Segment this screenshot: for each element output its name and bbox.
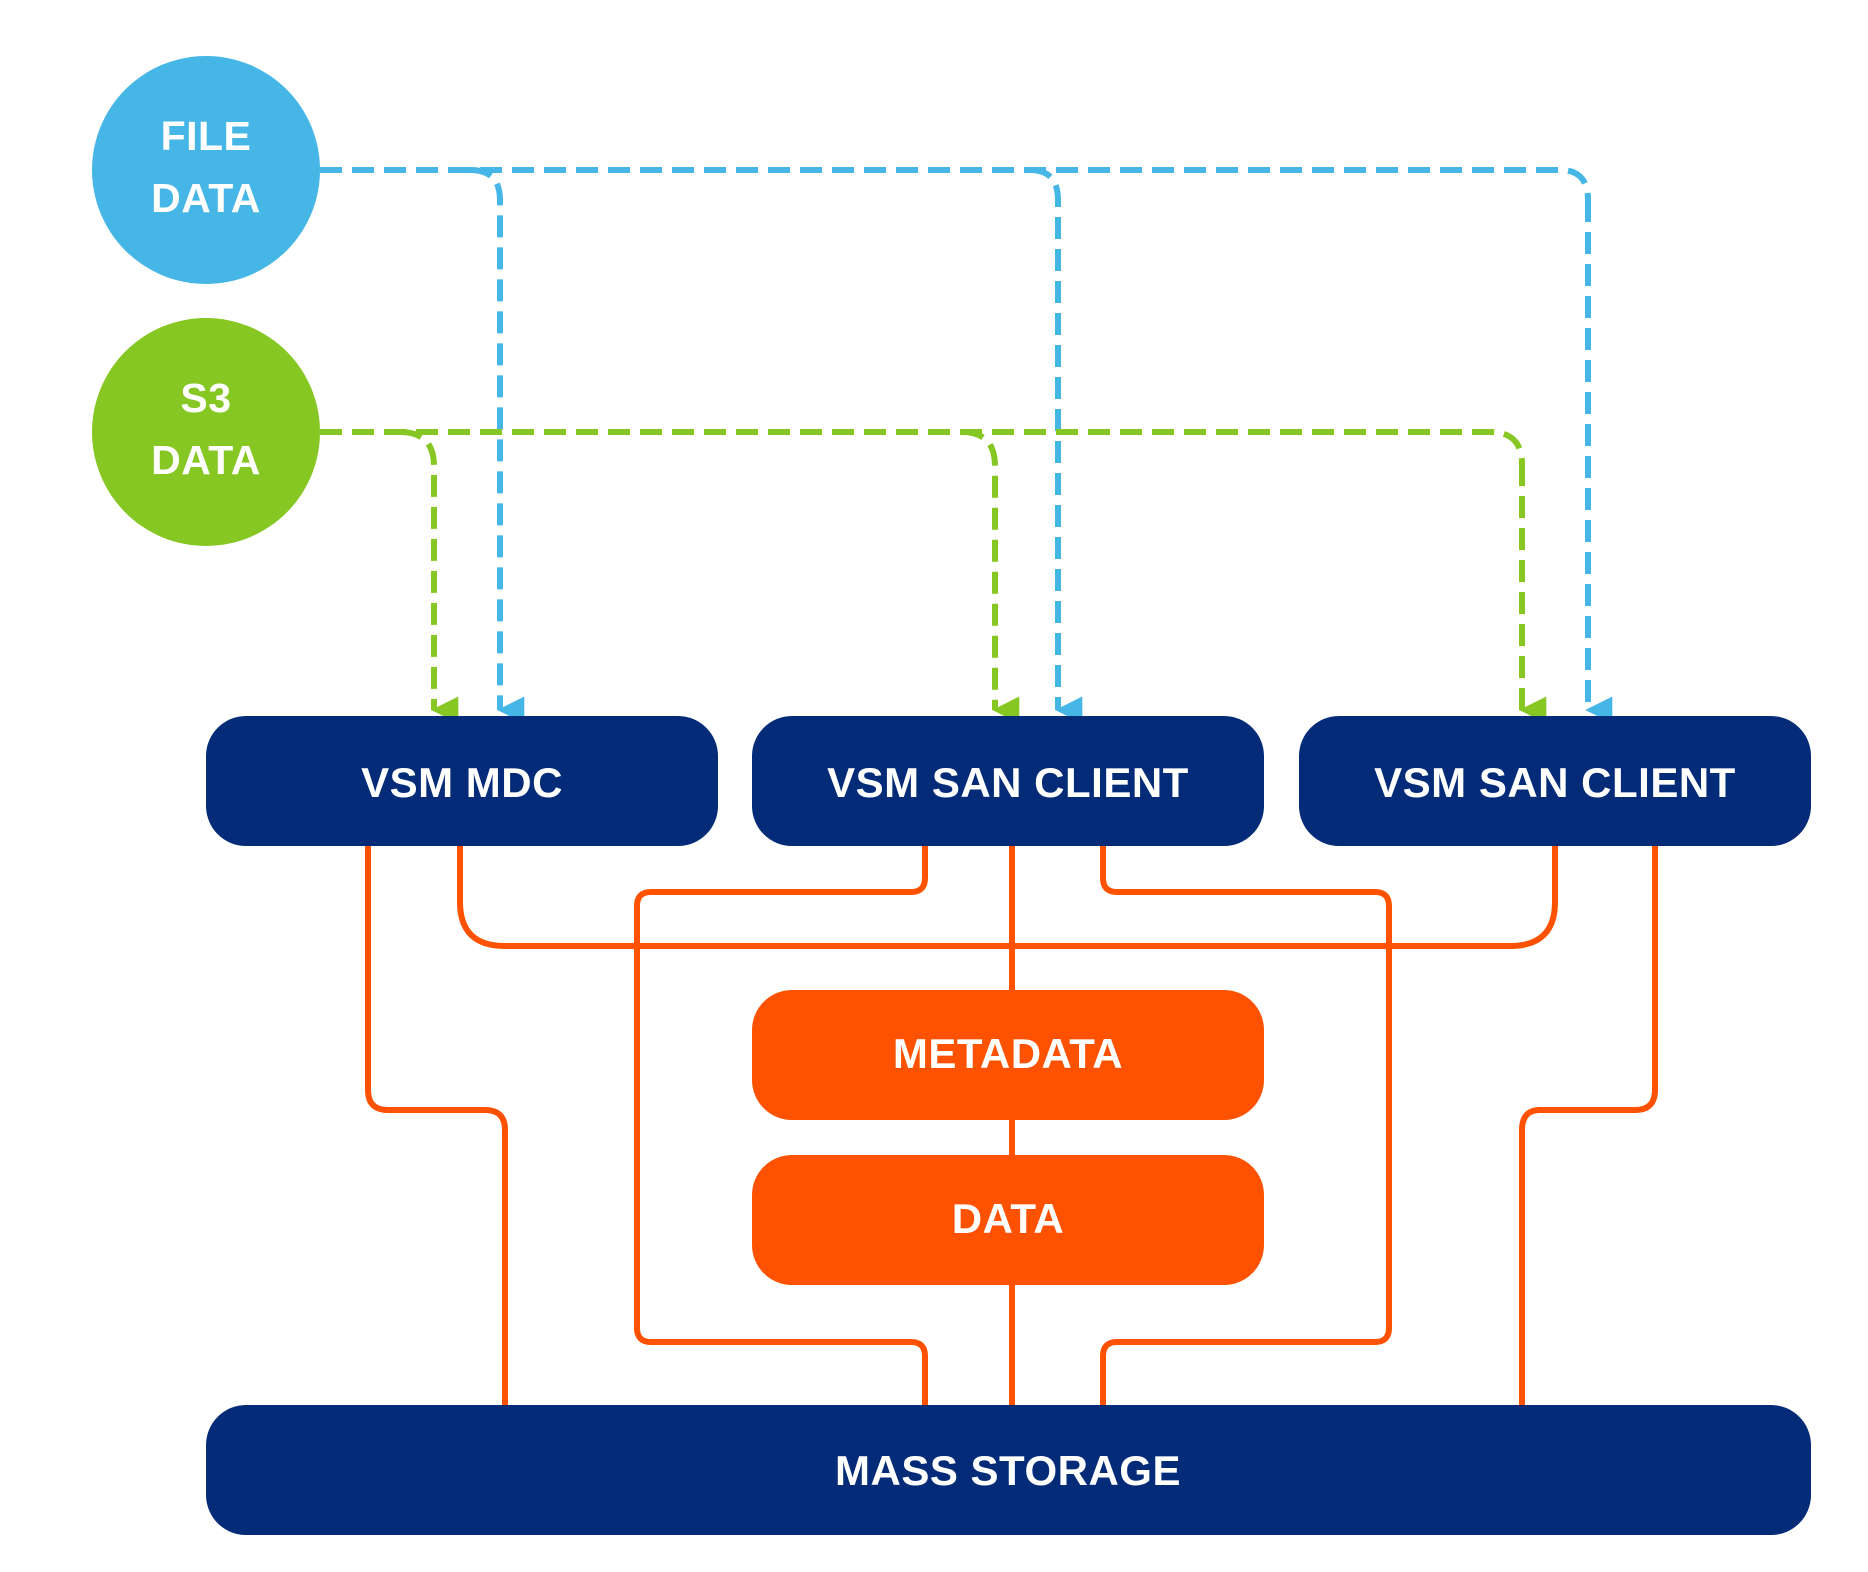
file-data-to-mdc[interactable] — [469, 167, 525, 724]
file-data-trunk — [320, 167, 1591, 201]
vsm-san-client-2-node[interactable]: VSM SAN CLIENT — [1299, 716, 1811, 846]
vsm-san-client-2-label: VSM SAN CLIENT — [1374, 759, 1736, 806]
vsm-san-client-2-box — [1299, 716, 1811, 846]
metadata-block[interactable]: METADATA — [752, 990, 1264, 1120]
vsm-mdc-box — [206, 716, 718, 846]
data-box — [752, 1155, 1264, 1285]
vsm-san-client-1-label: VSM SAN CLIENT — [827, 759, 1189, 806]
file-data-circle — [92, 56, 320, 284]
s3-data-label-line2: DATA — [151, 437, 261, 483]
mass-storage-node[interactable]: MASS STORAGE — [206, 1405, 1811, 1535]
vsm-mdc-label: VSM MDC — [361, 759, 563, 806]
connector-mdc-to-mass-storage — [365, 840, 508, 1405]
metadata-box — [752, 990, 1264, 1120]
file-data-to-client-1[interactable] — [1029, 167, 1083, 724]
s3-data-source[interactable]: S3 DATA — [92, 318, 320, 546]
vsm-san-client-1-box — [752, 716, 1264, 846]
mass-storage-label: MASS STORAGE — [835, 1447, 1181, 1494]
data-label: DATA — [952, 1195, 1064, 1242]
connector-client-1-left-loop — [634, 840, 928, 1405]
s3-data-to-client-1[interactable] — [961, 429, 1020, 724]
s3-data-circle — [92, 318, 320, 546]
file-data-label-line1: FILE — [161, 113, 252, 159]
s3-data-trunk — [320, 429, 1525, 465]
file-data-lines — [320, 167, 1613, 724]
vsm-mdc-node[interactable]: VSM MDC — [206, 716, 718, 846]
file-data-label-line2: DATA — [151, 175, 261, 221]
storage-connectors — [365, 840, 1658, 1405]
connector-mdc-to-client-2 — [457, 840, 1558, 949]
mass-storage-box — [206, 1405, 1811, 1535]
s3-data-to-mdc[interactable] — [399, 429, 459, 724]
connector-client-1-right-loop — [1100, 840, 1392, 1405]
vsm-san-client-1-node[interactable]: VSM SAN CLIENT — [752, 716, 1264, 846]
s3-data-lines — [320, 429, 1547, 724]
s3-data-label-line1: S3 — [180, 375, 231, 421]
metadata-label: METADATA — [893, 1030, 1123, 1077]
file-data-source[interactable]: FILE DATA — [92, 56, 320, 284]
data-block[interactable]: DATA — [752, 1155, 1264, 1285]
connector-client-2-to-mass-storage — [1519, 840, 1658, 1405]
